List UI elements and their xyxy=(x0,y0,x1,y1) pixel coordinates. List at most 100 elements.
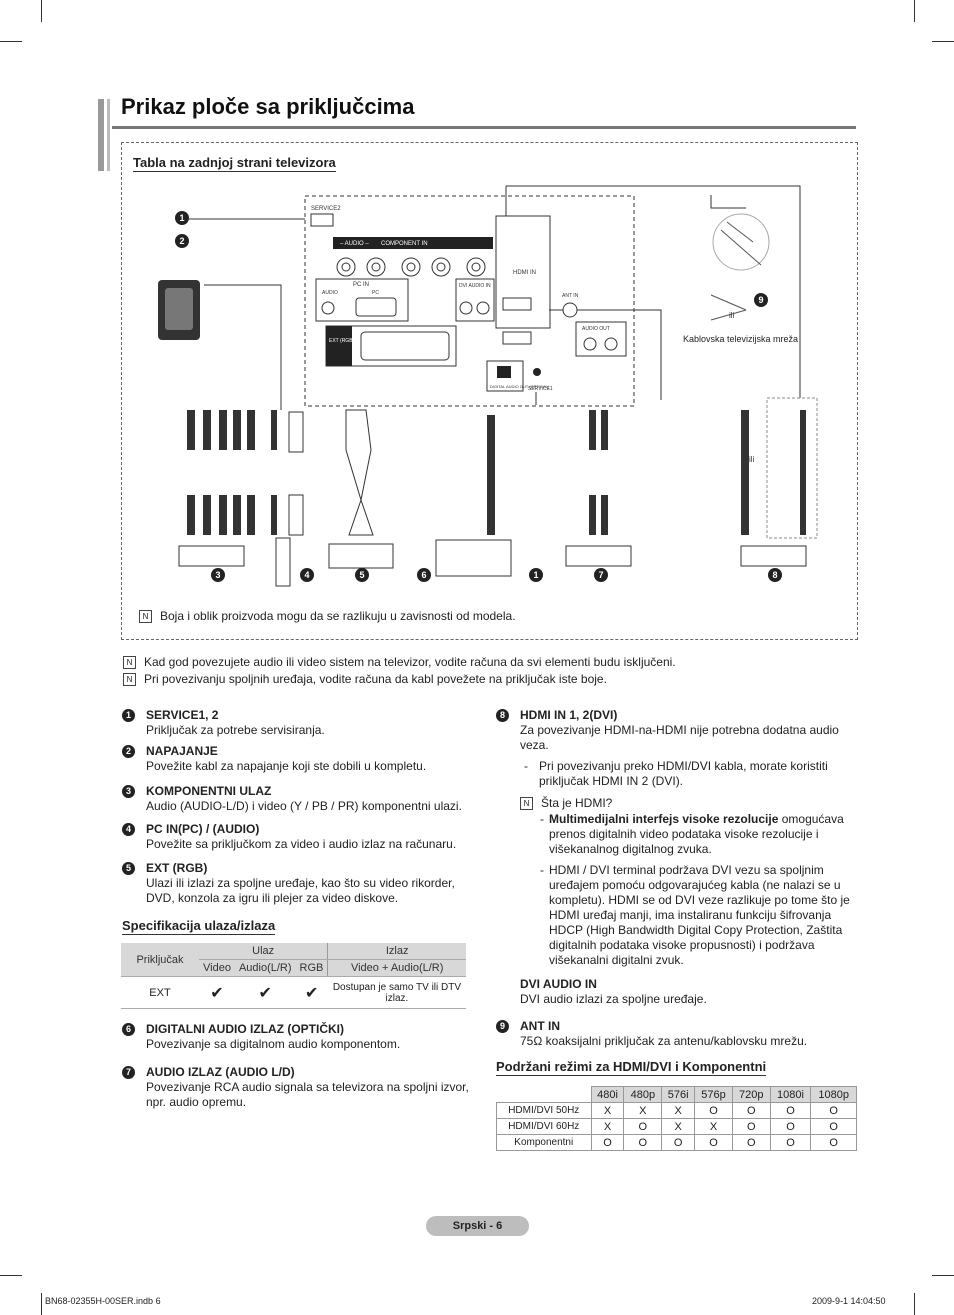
label-optical: DIGITAL AUDIO OUT (OPTICAL) xyxy=(490,384,550,389)
optical-cable xyxy=(487,415,495,535)
callout-1b: 1 xyxy=(533,570,538,580)
optical-port xyxy=(497,366,511,378)
item-text: DVI audio izlazi za spoljne uređaje. xyxy=(520,992,707,1006)
hdmi-bullet-1: - Multimedijalni interfejs visoke rezolu… xyxy=(540,812,844,856)
spec-table: Priključak Ulaz Izlaz Video Audio(L/R) R… xyxy=(121,943,466,1009)
item-text: Priključak za potrebe servisiranja. xyxy=(146,723,325,737)
item-dvi-audio: DVI AUDIO IN DVI audio izlazi za spoljne… xyxy=(520,977,856,1007)
spec-check: ✔ xyxy=(199,976,235,1009)
modes-cell: X xyxy=(661,1118,696,1135)
modes-cell: O xyxy=(731,1102,771,1119)
spec-sub-rgb: RGB xyxy=(295,959,329,977)
page-title: Prikaz ploče sa priključcima xyxy=(121,94,415,119)
note-text: Pri povezivanju spoljnih uređaja, vodite… xyxy=(144,672,607,686)
audio-cable xyxy=(800,410,806,535)
callout-2: 2 xyxy=(179,236,184,246)
modes-cell: O xyxy=(694,1134,733,1151)
panel-note-text: Boja i oblik proizvoda mogu da se razlik… xyxy=(160,609,516,623)
crop-mark xyxy=(0,41,22,42)
note-icon: N xyxy=(520,797,533,811)
crop-mark xyxy=(0,1275,22,1276)
line-frame-top xyxy=(506,185,801,398)
item-text: Povežite kabl za napajanje koji ste dobi… xyxy=(146,759,427,773)
hdmi-cable xyxy=(741,410,749,535)
callout-8: 8 xyxy=(772,570,777,580)
component-header xyxy=(333,237,493,249)
label-cable-network: Kablovska televizijska mreža xyxy=(683,334,798,344)
crop-mark xyxy=(41,0,42,22)
item-number: 6 xyxy=(122,1023,135,1036)
callout-6: 6 xyxy=(421,570,426,580)
item-heading: DIGITALNI AUDIO IZLAZ (OPTIČKI) xyxy=(146,1022,344,1036)
spec-check: ✔ xyxy=(295,976,328,1009)
modes-cell: X xyxy=(623,1102,663,1119)
spec-check: ✔ xyxy=(234,976,296,1009)
item-number: 9 xyxy=(496,1020,509,1033)
item-number: 5 xyxy=(122,862,135,875)
service1-jack xyxy=(533,368,541,376)
line-component xyxy=(204,284,282,410)
modes-cell: O xyxy=(731,1134,771,1151)
modes-cell: O xyxy=(769,1134,812,1151)
modes-cell: O xyxy=(623,1118,663,1135)
page-number: Srpski - 6 xyxy=(426,1216,529,1236)
scart-cable xyxy=(345,409,374,536)
spec-col-port: Priključak xyxy=(121,943,199,977)
modes-cell: O xyxy=(694,1102,733,1119)
item-ant: 9 ANT IN 75Ω koaksijalni priključak za a… xyxy=(496,1019,856,1049)
title-accent-bar xyxy=(98,99,104,171)
item-audio-out: 7 AUDIO IZLAZ (AUDIO L/D) Povezivanje RC… xyxy=(122,1065,476,1110)
item-power: 2 NAPAJANJE Povežite kabl za napajanje k… xyxy=(122,744,466,774)
item-hdmi: 8 HDMI IN 1, 2(DVI) Za povezivanje HDMI-… xyxy=(496,708,856,753)
item-ext: 5 EXT (RGB) Ulazi ili izlazi za spoljne … xyxy=(122,861,466,906)
bullet-text: HDMI / DVI terminal podržava DVI vezu sa… xyxy=(549,863,850,967)
audio-plug xyxy=(271,410,277,450)
modes-row-name: HDMI/DVI 60Hz xyxy=(496,1118,592,1135)
item-number: 8 xyxy=(496,709,509,722)
callout-3: 3 xyxy=(215,570,220,580)
crop-mark xyxy=(932,1275,954,1276)
dvd-device xyxy=(328,543,394,569)
note-text: Kad god povezujete audio ili video siste… xyxy=(144,655,676,669)
modes-header: 1080i xyxy=(769,1086,812,1103)
audio-out-block xyxy=(575,321,627,357)
item-text: Povezivanje RCA audio signala sa televiz… xyxy=(146,1080,469,1109)
item-pc-in: 4 PC IN(PC) / (AUDIO) Povežite sa priklj… xyxy=(122,822,466,852)
modes-cell: X xyxy=(590,1118,625,1135)
label-dvi-audio: DVI AUDIO IN xyxy=(459,283,491,289)
modes-cell: O xyxy=(769,1102,812,1119)
label-ili: ili xyxy=(729,311,735,320)
modes-cell: X xyxy=(590,1102,625,1119)
label-hdmi-in: HDMI IN xyxy=(513,270,536,276)
item-heading: HDMI IN 1, 2(DVI) xyxy=(520,708,618,722)
scart-port xyxy=(360,331,450,361)
hdmi2-port xyxy=(502,297,532,311)
modes-cell: X xyxy=(661,1102,696,1119)
crop-mark xyxy=(914,0,915,22)
rca-plug xyxy=(187,410,195,450)
label-audio-out: AUDIO OUT xyxy=(582,326,610,332)
modes-cell: O xyxy=(810,1102,857,1119)
item-text: Povežite sa priključkom za video i audio… xyxy=(146,837,457,851)
connector-panel-box xyxy=(121,142,858,640)
item-component: 3 KOMPONENTNI ULAZ Audio (AUDIO-L/D) i v… xyxy=(122,784,466,814)
label-ant-in: ANT IN xyxy=(562,293,579,299)
modes-cell: O xyxy=(769,1118,812,1135)
footer-date: 2009-9-1 14:04:50 xyxy=(812,1296,886,1306)
dvi-audio-block xyxy=(455,278,495,322)
hdmi-dash-note: - Pri povezivanju preko HDMI/DVI kabla, … xyxy=(524,759,856,789)
label-ili-2: ili xyxy=(749,455,755,464)
modes-cell: O xyxy=(623,1134,663,1151)
modes-table: 480i 480p 576i 576p 720p 1080i 1080p HDM… xyxy=(496,1086,857,1151)
spec-sub-audio: Audio(L/R) xyxy=(234,959,296,977)
modes-header: 576i xyxy=(661,1086,696,1103)
callout-1: 1 xyxy=(179,213,184,223)
footer-file: BN68-02355H-00SER.indb 6 xyxy=(45,1296,161,1306)
callout-4: 4 xyxy=(304,570,309,580)
crop-mark xyxy=(41,1293,42,1315)
item-text: Povezivanje sa digitalnom audio komponen… xyxy=(146,1037,401,1051)
callout-9: 9 xyxy=(758,295,763,305)
crop-mark xyxy=(932,41,954,42)
